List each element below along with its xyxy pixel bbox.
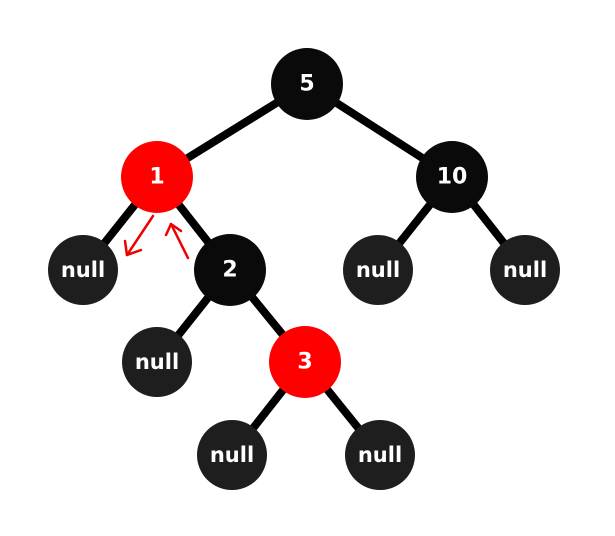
node-2-circle bbox=[194, 234, 266, 306]
node-1-circle bbox=[121, 141, 193, 213]
arrow-down-icon bbox=[123, 214, 155, 257]
node-5-label: 5 bbox=[299, 72, 314, 97]
node-3: 3 bbox=[269, 326, 341, 398]
tree-nodes: 5 1 10 null 2 null null null bbox=[48, 48, 560, 490]
traversal-arrows bbox=[123, 214, 190, 260]
node-null-1-left: null bbox=[48, 235, 118, 305]
tree-edges bbox=[79, 80, 529, 459]
null-node-label: null bbox=[503, 258, 547, 282]
node-5: 5 bbox=[271, 48, 343, 120]
node-10-circle bbox=[416, 141, 488, 213]
node-1: 1 bbox=[121, 141, 193, 213]
null-node-circle bbox=[345, 420, 415, 490]
node-1-label: 1 bbox=[149, 165, 164, 190]
null-node-circle bbox=[48, 235, 118, 305]
null-node-circle bbox=[197, 420, 267, 490]
node-null-2-left: null bbox=[122, 327, 192, 397]
node-null-3-right: null bbox=[345, 420, 415, 490]
null-node-label: null bbox=[210, 443, 254, 467]
node-null-10-left: null bbox=[343, 235, 413, 305]
node-5-circle bbox=[271, 48, 343, 120]
null-node-label: null bbox=[358, 443, 402, 467]
null-node-label: null bbox=[356, 258, 400, 282]
node-2: 2 bbox=[194, 234, 266, 306]
node-3-label: 3 bbox=[297, 350, 312, 375]
null-node-circle bbox=[122, 327, 192, 397]
node-2-label: 2 bbox=[222, 258, 237, 283]
null-node-label: null bbox=[135, 350, 179, 374]
arrow-up-icon bbox=[164, 222, 190, 260]
node-3-circle bbox=[269, 326, 341, 398]
node-10-label: 10 bbox=[437, 165, 468, 190]
node-null-3-left: null bbox=[197, 420, 267, 490]
node-10: 10 bbox=[416, 141, 488, 213]
null-node-label: null bbox=[61, 258, 105, 282]
node-null-10-right: null bbox=[490, 235, 560, 305]
null-node-circle bbox=[343, 235, 413, 305]
null-node-circle bbox=[490, 235, 560, 305]
